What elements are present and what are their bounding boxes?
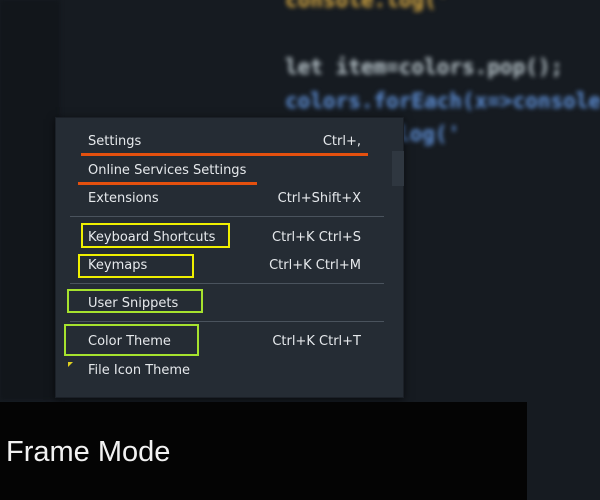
menu-item-keymaps[interactable]: Keymaps Ctrl+K Ctrl+M bbox=[88, 253, 361, 277]
shortcut: Ctrl+K Ctrl+M bbox=[269, 257, 361, 273]
code-line: let item=colors.pop(); bbox=[285, 55, 564, 79]
menu-item-keyboard-shortcuts[interactable]: Keyboard Shortcuts Ctrl+K Ctrl+S bbox=[88, 225, 361, 249]
label: Keymaps bbox=[88, 257, 148, 273]
sidebar-blurred bbox=[0, 0, 60, 400]
label: File Icon Theme bbox=[88, 362, 191, 378]
shortcut: Ctrl+, bbox=[322, 133, 361, 149]
orange-underline bbox=[81, 153, 368, 156]
caption-text: Frame Mode bbox=[6, 436, 171, 468]
green-highlight-box bbox=[67, 289, 203, 313]
code-line: log(' bbox=[397, 122, 461, 146]
label: Extensions bbox=[88, 190, 159, 206]
menu-item-settings[interactable]: Settings Ctrl+, bbox=[88, 129, 361, 153]
label: Color Theme bbox=[88, 333, 171, 349]
green-highlight-box bbox=[64, 324, 199, 356]
shortcut: Ctrl+Shift+X bbox=[277, 190, 361, 206]
menu-item-file-icon-theme[interactable]: File Icon Theme bbox=[88, 358, 361, 382]
menu-item-color-theme[interactable]: Color Theme Ctrl+K Ctrl+T bbox=[88, 329, 361, 353]
menu-separator bbox=[70, 321, 384, 322]
caption-bar: Frame Mode bbox=[0, 402, 527, 500]
menu-separator bbox=[70, 283, 384, 284]
label: Keyboard Shortcuts bbox=[88, 229, 216, 245]
menu-separator bbox=[70, 216, 384, 217]
shortcut: Ctrl+K Ctrl+T bbox=[272, 333, 361, 349]
mouse-cursor-icon bbox=[68, 362, 73, 367]
code-line: colors.forEach(x=>console bbox=[285, 89, 600, 113]
shortcut: Ctrl+K Ctrl+S bbox=[272, 229, 361, 245]
orange-underline bbox=[78, 182, 257, 185]
menu-item-user-snippets[interactable]: User Snippets bbox=[88, 291, 361, 315]
yellow-highlight-box bbox=[81, 223, 230, 248]
yellow-highlight-box bbox=[78, 254, 194, 278]
label: Settings bbox=[88, 133, 142, 149]
menu-item-online-services-settings[interactable]: Online Services Settings bbox=[88, 158, 361, 182]
menu-item-extensions[interactable]: Extensions Ctrl+Shift+X bbox=[88, 186, 361, 210]
menu-scrollbar[interactable] bbox=[392, 151, 404, 186]
code-line: console.log(' bbox=[285, 0, 450, 12]
label: Online Services Settings bbox=[88, 162, 247, 178]
label: User Snippets bbox=[88, 295, 179, 311]
